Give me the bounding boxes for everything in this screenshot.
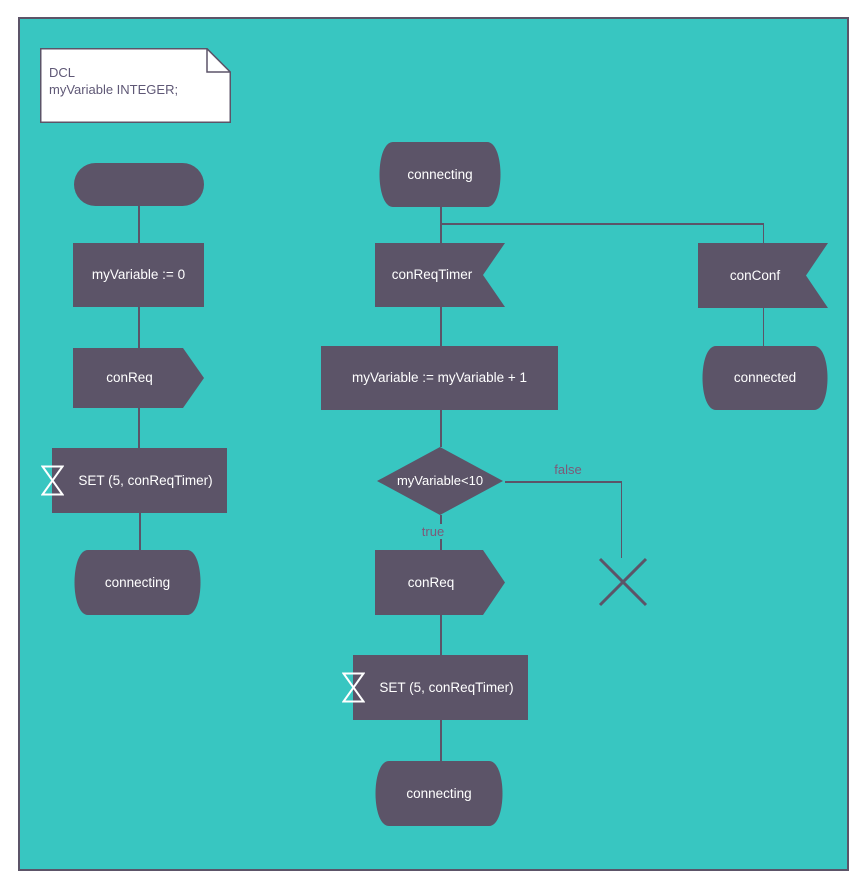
- start-state[interactable]: [74, 163, 204, 206]
- state-shape: [702, 346, 828, 410]
- state-connecting-top[interactable]: connecting: [377, 142, 503, 207]
- set-timer-label: SET (5, conReqTimer): [78, 472, 213, 488]
- connector-line: [138, 408, 140, 449]
- state-label: connecting: [407, 166, 473, 182]
- input-signal-shape: [375, 243, 505, 307]
- connector-line: [620, 481, 622, 558]
- input-conreqtimer[interactable]: conReqTimer: [375, 243, 505, 307]
- input-label: conReqTimer: [391, 267, 473, 283]
- input-conconf[interactable]: conConf: [698, 243, 828, 308]
- output-label: conReq: [407, 574, 455, 590]
- state-label: connected: [733, 370, 797, 386]
- state-shape: [74, 550, 201, 615]
- connector-line: [138, 205, 140, 245]
- hourglass-icon: [342, 672, 365, 703]
- connector-line: [762, 308, 764, 346]
- folded-corner-icon: [206, 46, 233, 73]
- decision-myvariable[interactable]: myVariable<10: [377, 447, 503, 515]
- state-shape: [375, 761, 503, 826]
- set-timer-task-retry[interactable]: SET (5, conReqTimer): [353, 655, 528, 720]
- output-conreq[interactable]: conReq: [73, 348, 204, 408]
- stop-icon[interactable]: [598, 557, 648, 607]
- set-timer-label: SET (5, conReqTimer): [379, 679, 514, 695]
- connector-line: [440, 615, 442, 655]
- connector-line: [138, 307, 140, 349]
- state-connected[interactable]: connected: [700, 346, 830, 410]
- branch-label-true: true: [403, 524, 463, 539]
- input-label: conConf: [729, 267, 781, 283]
- connector-line: [505, 481, 622, 483]
- connector-line: [762, 223, 764, 243]
- state-label: connecting: [104, 574, 171, 590]
- output-conreq-retry[interactable]: conReq: [375, 550, 505, 615]
- declaration-note[interactable]: DCL myVariable INTEGER;: [40, 46, 233, 123]
- connector-line: [440, 307, 442, 346]
- decision-label: myVariable<10: [396, 472, 484, 488]
- state-connecting-bottom[interactable]: connecting: [373, 761, 505, 826]
- note-shape: [40, 46, 233, 123]
- output-label: conReq: [106, 370, 153, 386]
- task-label: myVariable := myVariable + 1: [351, 370, 528, 386]
- task-init-myvariable[interactable]: myVariable := 0: [73, 243, 204, 307]
- connector-line: [139, 513, 141, 551]
- set-timer-task[interactable]: SET (5, conReqTimer): [52, 448, 227, 513]
- connector-line: [440, 207, 442, 243]
- task-increment-myvariable[interactable]: myVariable := myVariable + 1: [321, 346, 558, 410]
- connector-line: [440, 720, 442, 761]
- state-shape: [379, 142, 501, 207]
- connector-line: [440, 223, 764, 225]
- branch-label-false: false: [545, 462, 591, 477]
- connector-line: [440, 410, 442, 447]
- hourglass-icon: [41, 465, 64, 496]
- input-signal-shape: [698, 243, 828, 308]
- note-text: DCL myVariable INTEGER;: [49, 65, 179, 97]
- task-label: myVariable := 0: [91, 267, 186, 283]
- state-connecting[interactable]: connecting: [72, 550, 203, 615]
- state-label: connecting: [406, 785, 472, 801]
- output-signal-shape: [73, 348, 204, 408]
- output-signal-shape: [375, 550, 505, 615]
- decision-shape: [377, 447, 503, 515]
